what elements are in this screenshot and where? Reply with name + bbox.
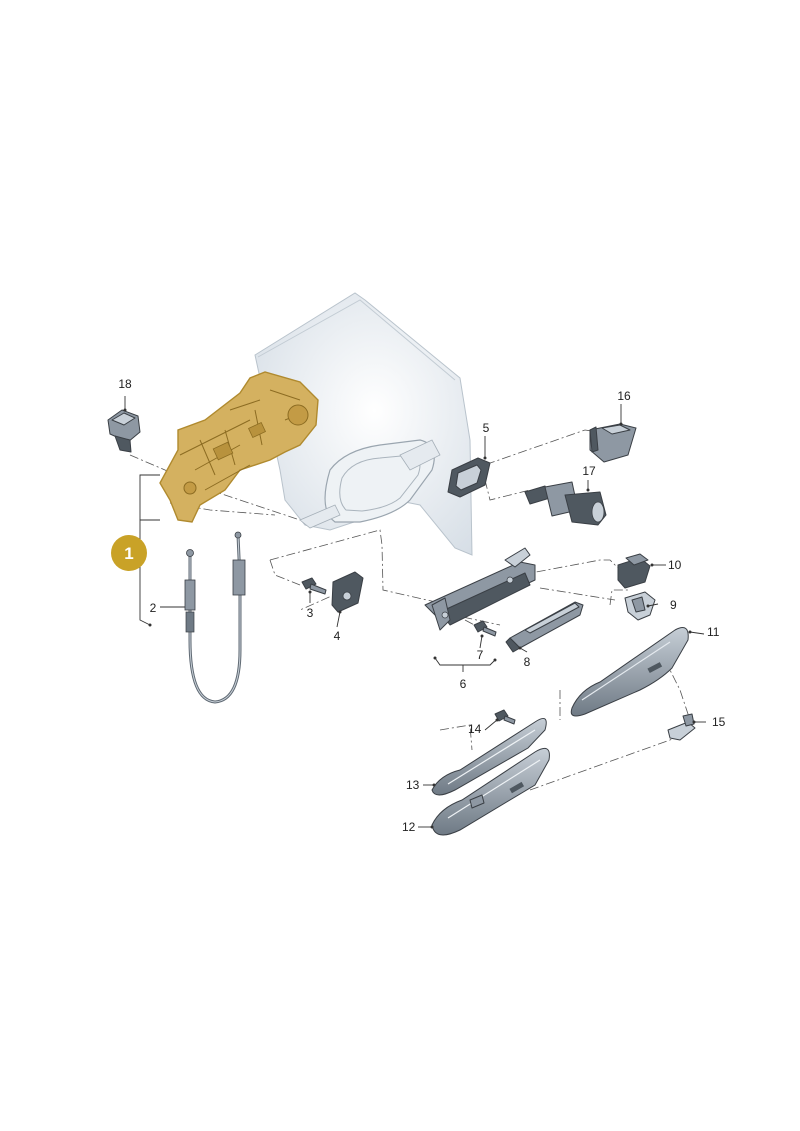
callout-10: 10 <box>668 558 682 572</box>
door-panel <box>254 292 473 556</box>
callout-17: 17 <box>582 464 596 478</box>
callout-4: 4 <box>334 629 341 643</box>
part-8-lever[interactable] <box>505 601 584 653</box>
callout-13: 13 <box>406 778 420 792</box>
part-6-handle-carrier[interactable] <box>424 547 536 631</box>
part-1-badge-label: 1 <box>124 544 133 563</box>
part-7-screw[interactable] <box>473 620 497 637</box>
leader-dots <box>123 408 696 829</box>
part-11-outer-handle[interactable] <box>570 627 689 717</box>
callout-7: 7 <box>477 648 484 662</box>
part-14-screw[interactable] <box>494 709 516 725</box>
callout-12: 12 <box>402 820 416 834</box>
callout-2: 2 <box>150 601 157 615</box>
part-9-bracket[interactable] <box>624 591 656 621</box>
callout-16: 16 <box>617 389 631 403</box>
part-12-handle[interactable] <box>431 747 550 836</box>
callout-6: 6 <box>460 677 467 691</box>
part-2-cables[interactable] <box>184 531 246 704</box>
part-17-lock-cylinder[interactable] <box>524 481 607 526</box>
callout-3: 3 <box>307 606 314 620</box>
callout-5: 5 <box>483 421 490 435</box>
callout-15: 15 <box>712 715 726 729</box>
part-13-handle-cover[interactable] <box>431 717 547 796</box>
callout-9: 9 <box>670 598 677 612</box>
part-4-gasket[interactable] <box>331 571 364 613</box>
part-10-clip[interactable] <box>617 553 651 589</box>
part-15-clip[interactable] <box>667 713 696 741</box>
part-1-badge[interactable]: 1 <box>111 535 147 571</box>
part-18-connector[interactable] <box>107 409 141 453</box>
leader-lines <box>124 396 706 828</box>
callout-8: 8 <box>524 655 531 669</box>
callout-14: 14 <box>468 722 482 736</box>
callout-18: 18 <box>118 377 132 391</box>
part-3-screw[interactable] <box>301 577 327 595</box>
lock-carrier-highlighted[interactable] <box>159 371 319 523</box>
part-5-bezel[interactable] <box>447 457 491 498</box>
part-16-cap[interactable] <box>589 423 637 463</box>
callout-labels: 18 2 3 4 5 6 7 8 9 10 11 12 13 14 15 16 … <box>118 377 725 834</box>
callout-11: 11 <box>707 625 720 639</box>
